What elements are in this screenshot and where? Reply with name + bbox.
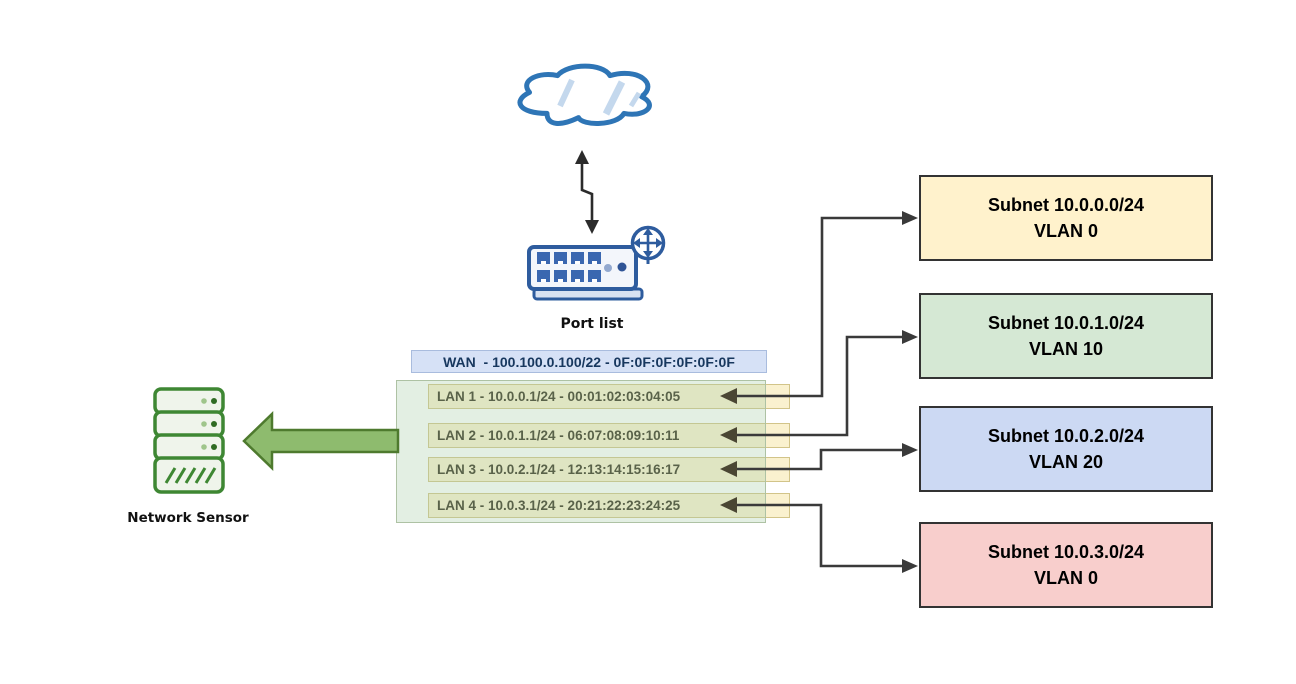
server-vents	[164, 467, 217, 484]
subnet-box-vlan0a: Subnet 10.0.0.0/24 VLAN 0	[919, 175, 1213, 261]
lan4-port-row: LAN 4 - 10.0.3.1/24 - 20:21:22:23:24:25	[428, 493, 790, 518]
lan4-port-label: LAN 4 - 10.0.3.1/24 - 20:21:22:23:24:25	[437, 498, 681, 513]
big-left-arrow-icon	[242, 411, 400, 471]
wan-port-label: WAN - 100.100.0.100/22 - 0F:0F:0F:0F:0F:…	[443, 353, 735, 370]
subnet1-vlan: VLAN 0	[1033, 221, 1098, 241]
subnet3-cidr: Subnet 10.0.2.0/24	[987, 425, 1145, 446]
subnet3-vlan: VLAN 20	[1028, 452, 1104, 472]
subnet2-cidr: Subnet 10.0.1.0/24	[987, 312, 1145, 333]
wan-port-row: WAN - 100.100.0.100/22 - 0F:0F:0F:0F:0F:…	[411, 350, 767, 373]
lan2-port-label: LAN 2 - 10.0.1.1/24 - 06:07:08:09:10:11	[437, 428, 680, 443]
port-list-label: Port list	[560, 316, 624, 332]
lan2-port-row: LAN 2 - 10.0.1.1/24 - 06:07:08:09:10:11	[428, 423, 790, 448]
subnet-box-vlan20: Subnet 10.0.2.0/24 VLAN 20	[919, 406, 1213, 492]
server-icon	[153, 387, 225, 494]
subnet4-vlan: VLAN 0	[1033, 568, 1098, 588]
lan1-port-row: LAN 1 - 10.0.0.1/24 - 00:01:02:03:04:05	[428, 384, 790, 409]
lan1-port-label: LAN 1 - 10.0.0.1/24 - 00:01:02:03:04:05	[437, 389, 681, 404]
subnet-box-vlan0b: Subnet 10.0.3.0/24 VLAN 0	[919, 522, 1213, 608]
cloud-icon	[517, 63, 652, 126]
network-sensor-label: Network Sensor	[127, 510, 249, 526]
lan3-port-row: LAN 3 - 10.0.2.1/24 - 12:13:14:15:16:17	[428, 457, 790, 482]
right-arrowheads	[902, 211, 918, 573]
subnet2-vlan: VLAN 10	[1028, 339, 1104, 359]
lan3-port-label: LAN 3 - 10.0.2.1/24 - 12:13:14:15:16:17	[437, 462, 681, 477]
subnet1-cidr: Subnet 10.0.0.0/24	[987, 194, 1145, 215]
bidirectional-arrow-icon	[575, 150, 599, 234]
switch-icon	[527, 225, 666, 301]
subnet4-cidr: Subnet 10.0.3.0/24	[987, 541, 1145, 562]
subnet-box-vlan10: Subnet 10.0.1.0/24 VLAN 10	[919, 293, 1213, 379]
ethernet-ports	[537, 252, 601, 282]
router-badge-icon	[630, 225, 666, 264]
